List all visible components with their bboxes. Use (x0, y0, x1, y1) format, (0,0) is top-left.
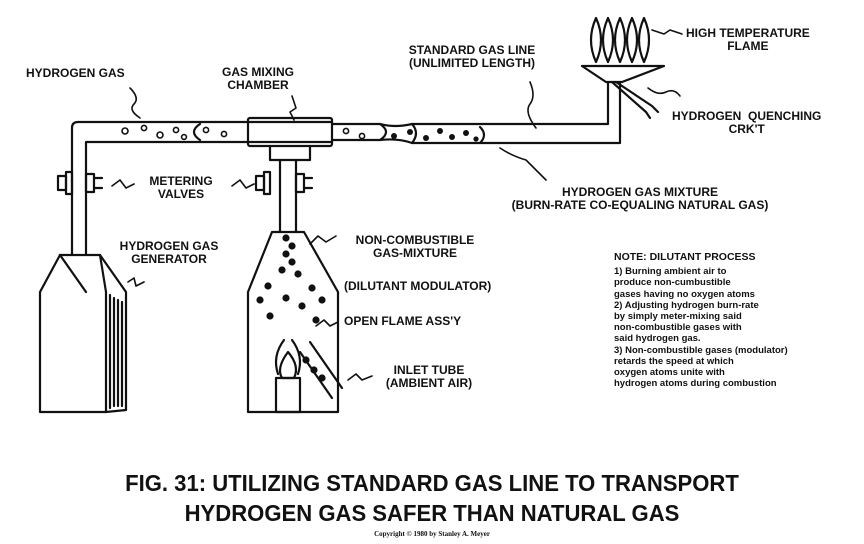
label-gas-mixing-chamber: GAS MIXING CHAMBER (221, 65, 294, 92)
label-hydrogen-quenching: HYDROGEN QUENCHING CRK'T (672, 109, 822, 136)
dilutant-modulator (246, 230, 344, 414)
figure-title-line-2: HYDROGEN GAS SAFER THAN NATURAL GAS (184, 500, 680, 526)
label-hydrogen-gas: HYDROGEN GAS (26, 66, 125, 80)
label-high-temperature-flame: HIGH TEMPERATURE FLAME (686, 26, 810, 53)
figure-title-line-1: FIG. 31: UTILIZING STANDARD GAS LINE TO … (125, 470, 739, 496)
gas-line (70, 80, 622, 257)
label-metering-valves: METERING VALVES (149, 174, 213, 201)
label-inlet-tube: INLET TUBE (AMBIENT AIR) (385, 363, 473, 390)
note-heading: NOTE: DILUTANT PROCESS (614, 251, 756, 263)
dilutant-process-note: NOTE: DILUTANT PROCESS 1) Burning ambien… (614, 251, 854, 390)
burner-head (580, 64, 666, 120)
copyright-notice: Copyright © 1980 by Stanley A. Meyer (374, 530, 490, 538)
label-dilutant-modulator: (DILUTANT MODULATOR) (344, 279, 492, 293)
modulator-feed-tube (278, 158, 298, 234)
label-hydrogen-gas-generator: HYDROGEN GAS GENERATOR (119, 239, 219, 266)
hydrogen-gas-generator (38, 253, 128, 414)
label-open-flame: OPEN FLAME ASS'Y (344, 314, 462, 328)
gas-mixing-chamber (246, 116, 334, 162)
note-item-2: 2) Adjusting hydrogen burn-rate by simpl… (614, 299, 759, 345)
metering-valve-left (56, 170, 104, 196)
note-item-1: 1) Burning ambient air to produce non-cu… (614, 266, 755, 300)
note-item-3: 3) Non-combustible gases (modulator) ret… (614, 344, 788, 390)
mixture-dots (391, 128, 479, 142)
gas-bubbles (121, 124, 366, 141)
modulator-particles (256, 234, 326, 382)
high-temperature-flame (589, 16, 651, 64)
leader-lines (111, 29, 683, 381)
metering-valve-right (254, 170, 314, 196)
label-hydrogen-gas-mixture: HYDROGEN GAS MIXTURE (BURN-RATE CO-EQUAL… (511, 185, 769, 212)
label-non-combustible: NON-COMBUSTIBLE GAS-MIXTURE (355, 233, 475, 260)
label-standard-gas-line: STANDARD GAS LINE (UNLIMITED LENGTH) (408, 43, 536, 70)
